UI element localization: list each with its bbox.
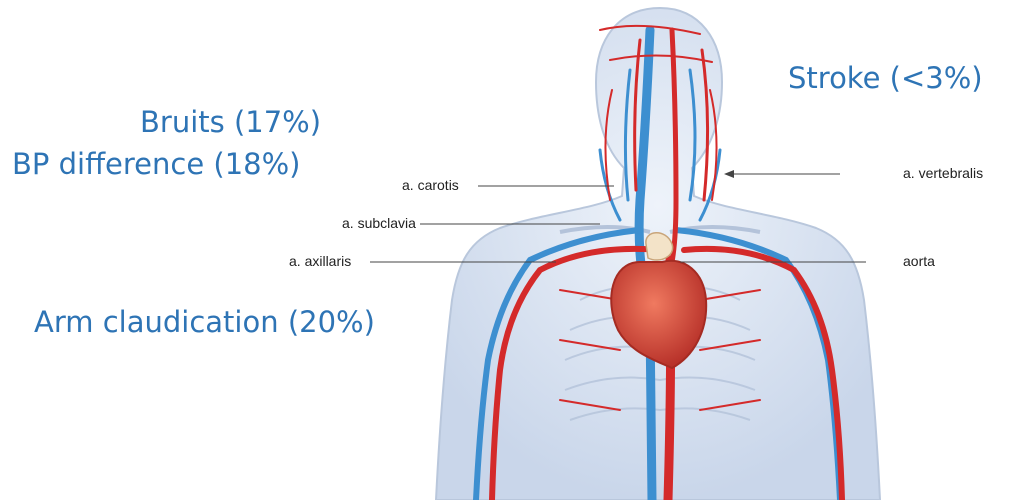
bruits-stat: Bruits (17%) bbox=[140, 108, 321, 137]
stroke-stat: Stroke (<3%) bbox=[788, 64, 983, 93]
arm-claudication-stat: Arm claudication (20%) bbox=[34, 308, 375, 337]
aorta-label: aorta bbox=[903, 254, 935, 268]
bp-difference-stat: BP difference (18%) bbox=[12, 150, 301, 179]
axillaris-label: a. axillaris bbox=[289, 254, 351, 268]
vertebralis-label: a. vertebralis bbox=[903, 166, 983, 180]
subclavia-label: a. subclavia bbox=[342, 216, 416, 230]
carotis-label: a. carotis bbox=[402, 178, 459, 192]
vertebralis-arrowhead bbox=[724, 170, 734, 178]
